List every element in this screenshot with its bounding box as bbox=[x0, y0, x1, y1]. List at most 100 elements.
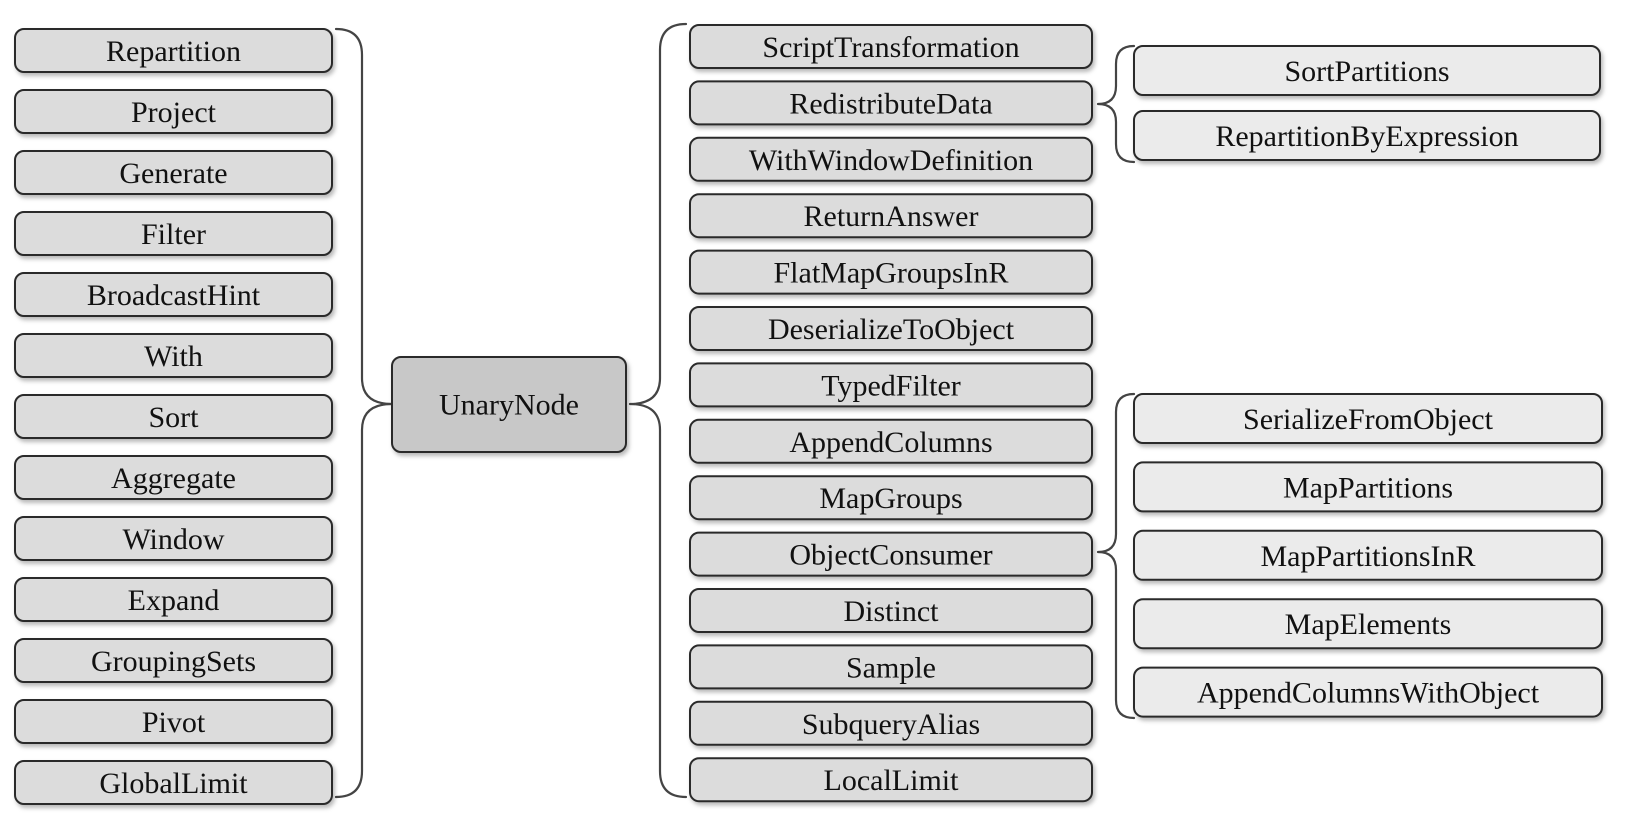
node-label: Expand bbox=[128, 584, 220, 617]
node-with: With bbox=[14, 333, 333, 378]
node-global-limit: GlobalLimit bbox=[14, 760, 333, 805]
node-box bbox=[689, 80, 1093, 126]
node-return-answer: ReturnAnswer bbox=[689, 193, 1093, 239]
node-project: Project bbox=[14, 89, 333, 134]
node-append-columns: AppendColumns bbox=[689, 418, 1093, 464]
node-sort-partitions: SortPartitions bbox=[1133, 45, 1601, 96]
left-group-brace bbox=[334, 27, 394, 799]
redistribute-subgroup-brace bbox=[1096, 44, 1136, 164]
node-object-consumer: ObjectConsumer bbox=[689, 531, 1093, 577]
node-box bbox=[14, 699, 333, 744]
node-box bbox=[689, 700, 1093, 746]
node-subquery-alias: SubqueryAlias bbox=[689, 700, 1093, 746]
node-box bbox=[14, 394, 333, 439]
node-label: Filter bbox=[141, 218, 206, 251]
node-box bbox=[14, 211, 333, 256]
node-box bbox=[1133, 393, 1603, 444]
node-repartition-by-expression: RepartitionByExpression bbox=[1133, 110, 1601, 161]
right-group-brace bbox=[628, 22, 688, 799]
node-box bbox=[689, 362, 1093, 408]
node-label: ObjectConsumer bbox=[789, 539, 992, 572]
node-label: MapElements bbox=[1285, 608, 1452, 641]
consumer-children-column: SerializeFromObjectMapPartitionsMapParti… bbox=[1133, 393, 1603, 718]
node-box bbox=[689, 418, 1093, 464]
node-append-columns-with-object: AppendColumnsWithObject bbox=[1133, 666, 1603, 718]
node-deserialize-to-object: DeserializeToObject bbox=[689, 306, 1093, 351]
node-box bbox=[1133, 598, 1603, 650]
node-repartition: Repartition bbox=[14, 28, 333, 73]
node-box bbox=[689, 588, 1093, 633]
node-box bbox=[14, 272, 333, 317]
node-label: RedistributeData bbox=[789, 87, 992, 120]
node-box bbox=[689, 193, 1093, 239]
node-label: SubqueryAlias bbox=[802, 708, 980, 741]
node-serialize-from-object: SerializeFromObject bbox=[1133, 393, 1603, 444]
node-label: AppendColumns bbox=[789, 426, 992, 459]
node-label: Repartition bbox=[106, 35, 241, 68]
node-map-elements: MapElements bbox=[1133, 598, 1603, 650]
node-map-partitions-in-r: MapPartitionsInR bbox=[1133, 529, 1603, 581]
unarynode-label: UnaryNode bbox=[439, 389, 579, 422]
node-map-groups: MapGroups bbox=[689, 475, 1093, 521]
node-flat-map-groups-in-r: FlatMapGroupsInR bbox=[689, 249, 1093, 295]
node-label: DeserializeToObject bbox=[768, 313, 1015, 346]
node-box bbox=[689, 306, 1093, 351]
node-distinct: Distinct bbox=[689, 588, 1093, 633]
node-label: ScriptTransformation bbox=[762, 31, 1019, 64]
node-sort: Sort bbox=[14, 394, 333, 439]
node-box bbox=[14, 516, 333, 561]
node-box bbox=[14, 760, 333, 805]
node-label: MapPartitions bbox=[1283, 471, 1453, 504]
node-label: SerializeFromObject bbox=[1243, 403, 1494, 436]
node-box bbox=[689, 757, 1093, 803]
node-expand: Expand bbox=[14, 577, 333, 622]
node-box bbox=[1133, 666, 1603, 718]
node-label: LocalLimit bbox=[824, 764, 960, 797]
node-label: GlobalLimit bbox=[99, 767, 248, 800]
node-label: MapPartitionsInR bbox=[1261, 540, 1476, 573]
node-box bbox=[14, 89, 333, 134]
node-label: GroupingSets bbox=[91, 645, 256, 678]
node-box bbox=[14, 333, 333, 378]
node-map-partitions: MapPartitions bbox=[1133, 461, 1603, 513]
node-with-window-definition: WithWindowDefinition bbox=[689, 136, 1093, 182]
node-box bbox=[14, 577, 333, 622]
node-label: TypedFilter bbox=[821, 369, 961, 402]
node-broadcast-hint: BroadcastHint bbox=[14, 272, 333, 317]
node-box bbox=[689, 24, 1093, 69]
node-filter: Filter bbox=[14, 211, 333, 256]
node-grouping-sets: GroupingSets bbox=[14, 638, 333, 683]
node-box bbox=[689, 644, 1093, 690]
node-label: SortPartitions bbox=[1284, 55, 1449, 88]
node-label: Pivot bbox=[142, 706, 206, 739]
node-sample: Sample bbox=[689, 644, 1093, 690]
node-box bbox=[1133, 110, 1601, 161]
node-generate: Generate bbox=[14, 150, 333, 195]
node-redistribute-data: RedistributeData bbox=[689, 80, 1093, 126]
node-box bbox=[689, 249, 1093, 295]
node-label: WithWindowDefinition bbox=[749, 144, 1033, 177]
node-label: RepartitionByExpression bbox=[1215, 120, 1518, 153]
node-window: Window bbox=[14, 516, 333, 561]
node-box bbox=[689, 531, 1093, 577]
node-label: AppendColumnsWithObject bbox=[1197, 677, 1540, 710]
node-label: Sample bbox=[846, 651, 936, 684]
consumer-subgroup-brace bbox=[1096, 392, 1136, 720]
node-box bbox=[14, 638, 333, 683]
node-label: With bbox=[144, 340, 203, 373]
node-label: Window bbox=[122, 523, 224, 556]
node-label: Sort bbox=[148, 401, 199, 434]
node-local-limit: LocalLimit bbox=[689, 757, 1093, 803]
node-label: ReturnAnswer bbox=[804, 200, 979, 233]
unarynode-root: UnaryNode bbox=[391, 356, 627, 453]
node-label: MapGroups bbox=[819, 482, 962, 515]
node-box bbox=[1133, 461, 1603, 513]
node-box bbox=[1133, 45, 1601, 96]
node-box bbox=[14, 28, 333, 73]
node-box bbox=[689, 475, 1093, 521]
node-label: Distinct bbox=[844, 595, 940, 628]
node-label: Aggregate bbox=[111, 462, 236, 495]
node-box bbox=[1133, 529, 1603, 581]
